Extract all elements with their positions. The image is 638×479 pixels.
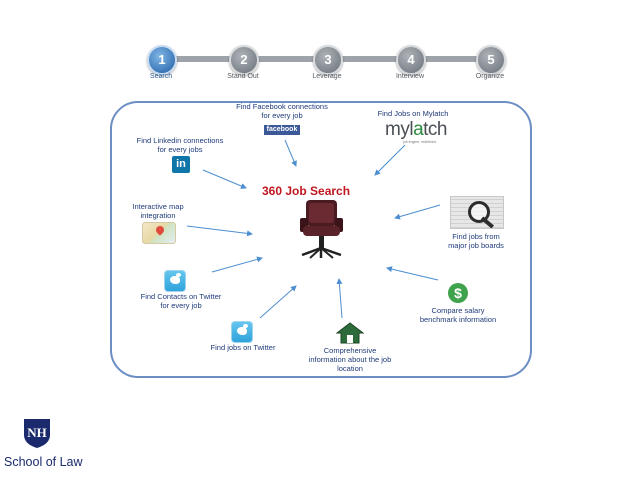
arrow-job-boards (394, 204, 441, 220)
facebook-logo: facebook (264, 125, 300, 135)
mylatch-label: Find Jobs on Mylatch (377, 109, 449, 118)
step-1-circle[interactable]: 1 (147, 45, 177, 75)
dollar-icon: $ (448, 283, 468, 303)
twitter-icon (164, 270, 186, 292)
office-chair-icon (300, 200, 343, 259)
arrow-linkedin (202, 169, 247, 189)
twitter-bird-icon (237, 324, 248, 335)
map-pin-icon (154, 224, 166, 236)
mylatch-logo: mylatch (385, 119, 447, 141)
location-label-line3: location (337, 364, 363, 373)
twitter-jobs-label: Find jobs on Twitter (210, 343, 276, 352)
step-3-circle[interactable]: 3 (313, 45, 343, 75)
facebook-label-line2: for every job (261, 111, 303, 120)
map-label-line1: Interactive map (132, 202, 184, 211)
mylatch-logo-prefix: myl (385, 119, 414, 140)
salary-label-line1: Compare salary (431, 306, 485, 315)
location-label-line2: information about the job (308, 355, 392, 364)
job-boards-label-line1: Find jobs from (452, 232, 500, 241)
step-1-label: Search (149, 73, 173, 80)
mylatch-logo-suffix: tch (423, 119, 447, 140)
map-icon (142, 222, 176, 244)
step-5-circle[interactable]: 5 (476, 45, 506, 75)
location-label-line1: Comprehensive (323, 346, 377, 355)
arrow-salary (386, 266, 439, 281)
twitter-bird-icon (170, 273, 181, 284)
step-4-circle[interactable]: 4 (396, 45, 426, 75)
twitter-contacts-label-line2: for every job (160, 301, 202, 310)
linkedin-label-line2: for every jobs (157, 145, 203, 154)
school-name: School of Law (4, 455, 83, 469)
unh-shield-logo: NH (24, 419, 50, 448)
map-label-line2: integration (140, 211, 176, 220)
arrow-map (186, 225, 253, 237)
diagram-frame (110, 101, 532, 378)
magnifier-icon (450, 196, 504, 229)
step-5-label: Organize (475, 73, 505, 80)
salary-label-line2: benchmark information (419, 315, 497, 324)
facebook-label-line1: Find Facebook connections (236, 102, 328, 111)
arrow-location (336, 278, 343, 319)
arrow-mylatch (374, 144, 406, 176)
diagram-title: 360 Job Search (262, 184, 351, 198)
arrow-facebook (284, 139, 297, 167)
mylatch-tagline: job engine, redefined. (403, 140, 437, 144)
twitter-contacts-label-line1: Find Contacts on Twitter (140, 292, 222, 301)
linkedin-label-line1: Find Linkedin connections (136, 136, 224, 145)
step-3-label: Leverage (312, 73, 342, 80)
house-icon (336, 322, 364, 344)
arrow-twitter-jobs (259, 285, 297, 319)
step-4-label: Interview (395, 73, 424, 80)
step-2-circle[interactable]: 2 (229, 45, 259, 75)
svg-text:$: $ (454, 285, 462, 301)
linkedin-logo: in (172, 156, 190, 173)
twitter-icon (231, 321, 253, 343)
mylatch-logo-highlight: a (413, 119, 424, 140)
unh-logo-letters: NH (27, 425, 47, 440)
step-2-label: Stand Out (227, 73, 259, 80)
arrow-twitter-contacts (211, 256, 263, 273)
job-boards-label-line2: major job boards (448, 241, 504, 250)
